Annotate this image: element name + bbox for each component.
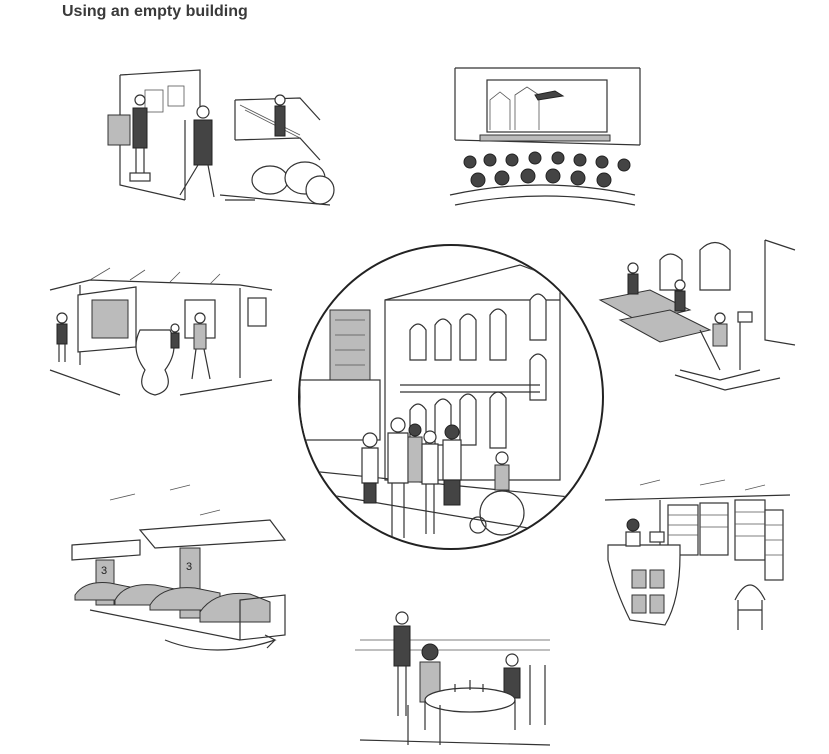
restaurant-illustration [355,611,551,746]
pillar-number: 3 [186,561,192,573]
gallery-illustration [49,267,273,396]
library-illustration [604,479,791,630]
gym-illustration [598,239,796,391]
cinema-illustration [449,67,641,206]
parking-illustration: 3 3 [71,484,287,651]
empty-building-illustration [298,244,604,550]
page-title: Using an empty building [62,3,248,20]
shop-illustration [107,69,335,206]
pillar-number: 3 [101,565,107,577]
